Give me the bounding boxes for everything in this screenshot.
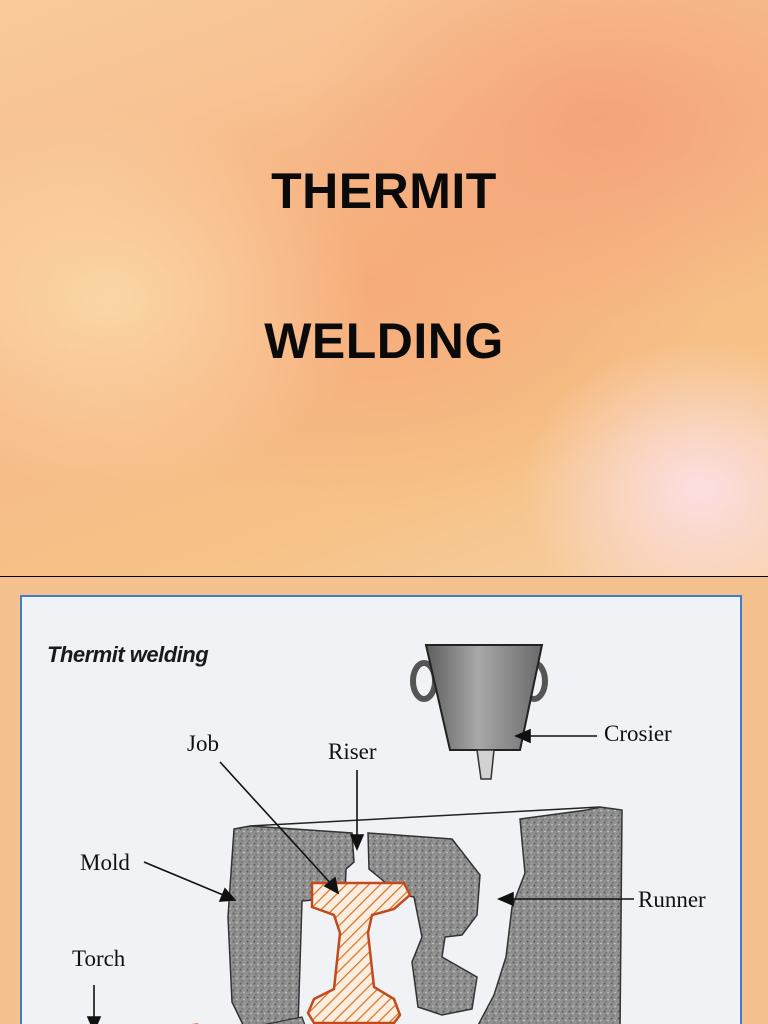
- leader-arrows: [86, 728, 634, 1024]
- label-crosier: Crosier: [604, 721, 672, 746]
- label-riser: Riser: [328, 739, 377, 764]
- label-mold: Mold: [80, 850, 130, 875]
- job-rail-section: [306, 881, 412, 1024]
- job-arrowhead: [323, 876, 340, 895]
- riser-arrowhead: [349, 834, 365, 852]
- mold-bottom-left: [263, 1016, 306, 1024]
- crucible-nozzle: [476, 749, 495, 780]
- label-runner: Runner: [638, 887, 706, 912]
- mold-top-line: [249, 806, 601, 827]
- crucible-shape: [410, 644, 548, 780]
- crucible-body: [424, 644, 544, 751]
- runner-arrowhead: [496, 891, 514, 907]
- job-arrow-line: [219, 761, 335, 888]
- mold-arrowhead: [218, 887, 237, 902]
- label-job: Job: [187, 731, 219, 756]
- diagram-slide: Thermit welding: [0, 577, 768, 1024]
- mold-middle-block: [367, 832, 481, 1016]
- slide-title-line-1: THERMIT: [271, 163, 497, 219]
- torch-arrowhead: [86, 1016, 102, 1024]
- label-torch: Torch: [72, 946, 126, 971]
- mold-arrow-line: [143, 861, 229, 898]
- crosier-arrowhead: [513, 728, 531, 744]
- figure-title: Thermit welding: [47, 642, 209, 667]
- title-slide: THERMIT WELDING: [0, 0, 768, 576]
- mold-right-block: [477, 806, 623, 1024]
- slide-title-line-2: WELDING: [264, 313, 504, 369]
- figure-panel: Thermit welding: [20, 595, 742, 1024]
- figure-drawing: [86, 644, 634, 1024]
